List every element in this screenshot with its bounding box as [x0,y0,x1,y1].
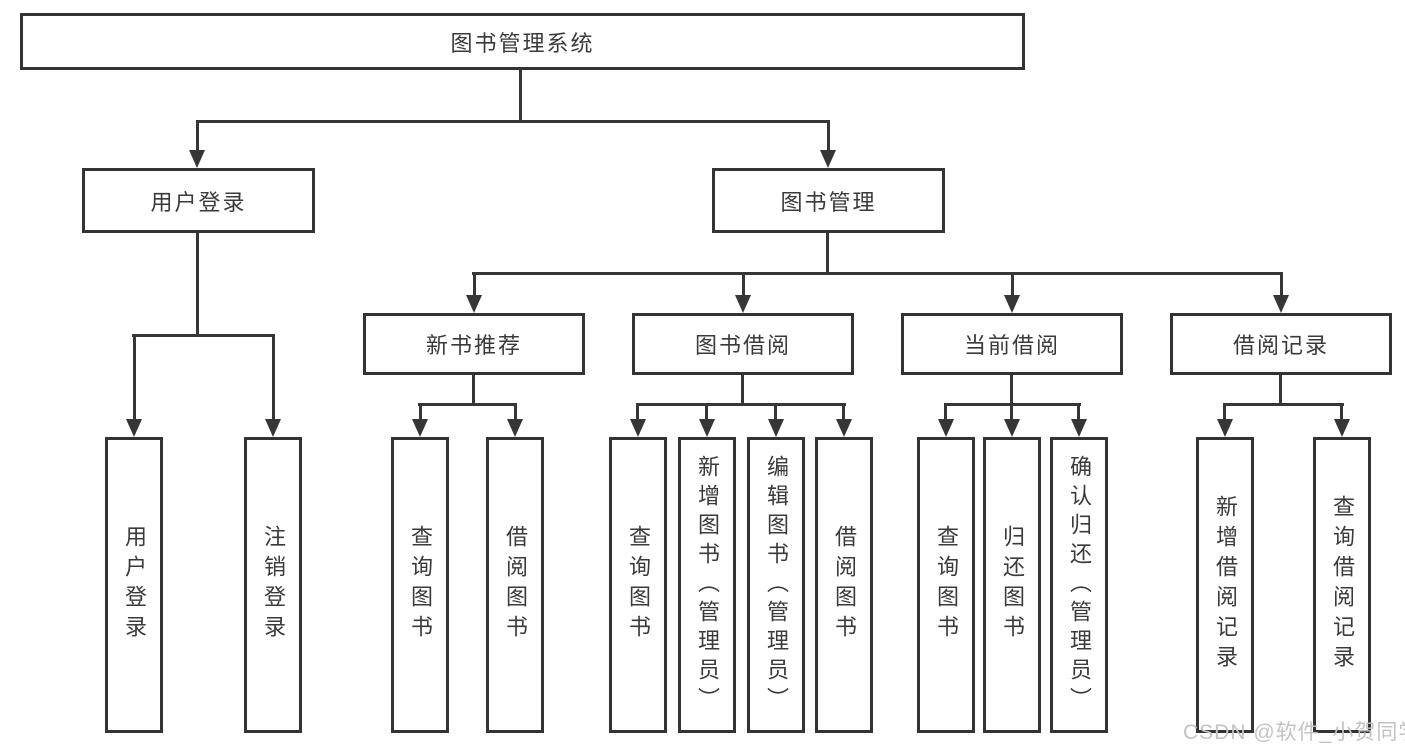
node-borrow-records: 借阅记录 [1170,313,1392,375]
connector-level3-rail [472,272,1283,275]
arrowhead [1004,419,1020,437]
arrowhead [126,419,142,437]
connector-leaf-stem [1010,403,1013,421]
connector-level3-stem [742,272,745,298]
connector-stub [1010,375,1013,406]
connector-book-mgmt-stub [826,233,829,275]
arrowhead [507,419,523,437]
connector-level3-stem [473,272,476,298]
csdn-watermark: CSDN @软件_小贺同学 [1183,721,1405,744]
arrowhead [1334,419,1350,437]
connector-leaf-stem [1223,403,1226,421]
arrowhead [265,419,281,437]
leaf-query-books-current: 查询图书 [917,437,975,733]
connector-level3-stem [1011,272,1014,298]
connector-book-mgmt-stem [827,120,830,152]
leaf-return-books: 归还图书 [983,437,1041,733]
connector-leaf-stem [272,334,275,421]
connector-stub [472,375,475,406]
connector-user-login-stem [196,120,199,152]
connector-root-stub [519,68,522,122]
connector-leaf-stem [842,403,845,421]
leaf-borrow-books-recommend: 借阅图书 [486,437,544,733]
connector-leaf-stem [514,403,517,421]
leaf-add-borrow-record: 新增借阅记录 [1196,437,1254,733]
arrowhead [466,295,482,313]
connector-rail [636,403,846,406]
arrowhead [820,150,836,168]
connector-leaf-stem [133,334,136,421]
leaf-logout: 注销登录 [244,437,302,733]
connector-leaf-stem [944,403,947,421]
arrowhead [699,419,715,437]
connector-level3-stem [1280,272,1283,298]
connector-leaf-stem [636,403,639,421]
arrowhead [768,419,784,437]
connector-leaf-stem [1077,403,1080,421]
leaf-query-books-recommend: 查询图书 [391,437,449,733]
node-book-management: 图书管理 [712,168,945,233]
leaf-query-books-borrowing: 查询图书 [609,437,667,733]
arrowhead [412,419,428,437]
connector-leaf-stem [1340,403,1343,421]
node-current-borrowing: 当前借阅 [901,313,1123,375]
leaf-add-books-admin: 新增图书（管理员） [678,437,736,733]
leaf-borrow-books-borrowing: 借阅图书 [815,437,873,733]
connector-rail [1223,403,1344,406]
connector-level2-rail [196,120,830,123]
arrowhead [1004,295,1020,313]
leaf-query-borrow-record: 查询借阅记录 [1313,437,1371,733]
leaf-edit-books-admin: 编辑图书（管理员） [747,437,805,733]
arrowhead [630,419,646,437]
arrowhead [836,419,852,437]
connector-user-login-rail [132,334,275,337]
connector-leaf-stem [774,403,777,421]
connector-stub [1279,375,1282,406]
connector-leaf-stem [419,403,422,421]
connector-leaf-stem [705,403,708,421]
connector-rail [418,403,517,406]
arrowhead [1273,295,1289,313]
arrowhead [735,295,751,313]
node-library-system: 图书管理系统 [20,13,1025,70]
node-user-login: 用户登录 [82,168,315,233]
leaf-user-login: 用户登录 [105,437,163,733]
arrowhead [189,150,205,168]
arrowhead [1071,419,1087,437]
connector-stub [741,375,744,406]
node-book-borrowing: 图书借阅 [632,313,854,375]
node-new-book-recommend: 新书推荐 [363,313,585,375]
leaf-confirm-return-admin: 确认归还（管理员） [1050,437,1108,733]
arrowhead [1217,419,1233,437]
connector-user-login-stub [196,233,199,337]
arrowhead [938,419,954,437]
